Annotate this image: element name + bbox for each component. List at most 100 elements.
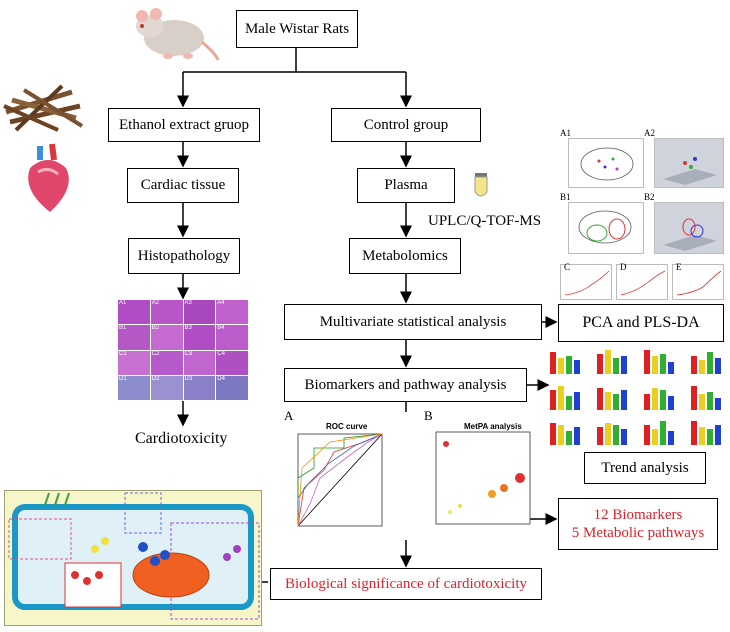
- multivariate-analysis-label: Multivariate statistical analysis: [319, 313, 507, 330]
- metabolomics-label: Metabolomics: [362, 247, 448, 264]
- metpa-letter: B: [424, 408, 433, 423]
- pca-a1-tag: A1: [560, 128, 571, 138]
- trend-bar-thumbnails: [544, 344, 728, 448]
- biomarkers-result-line2: 5 Metabolic pathways: [571, 525, 705, 541]
- histo-cell: B1: [118, 325, 150, 350]
- rat-icon: [128, 4, 220, 62]
- metpa-thumbnail: B MetPA analysis: [424, 408, 534, 536]
- male-wistar-rats-label: Male Wistar Rats: [244, 20, 350, 37]
- pca-thumbnails: A1 A2 B1 B2 C D E: [558, 128, 726, 300]
- histo-tag: A3: [184, 300, 192, 306]
- pca-a1-panel: [568, 138, 644, 188]
- pca-c-tag: C: [564, 262, 571, 272]
- histo-tag: B2: [151, 325, 160, 332]
- histo-cell: A2: [150, 300, 183, 325]
- male-wistar-rats-box: Male Wistar Rats: [236, 10, 358, 48]
- histo-tag: A1: [119, 300, 127, 306]
- histo-cell: C2: [150, 350, 183, 375]
- histopathology-box: Histopathology: [128, 238, 240, 274]
- histo-cell: C1: [118, 350, 150, 375]
- pca-plsda-label: PCA and PLS-DA: [582, 314, 700, 331]
- histo-cell: D2: [150, 375, 183, 400]
- trend-mini-chart: [691, 385, 721, 410]
- roc-curve-thumbnail: A ROC curve: [284, 408, 406, 536]
- control-group-box: Control group: [331, 108, 481, 142]
- metpa-title: MetPA analysis: [464, 422, 522, 431]
- cardiotoxicity-label: Cardiotoxicity: [135, 430, 228, 447]
- trend-mini-chart: [597, 423, 627, 446]
- control-group-label: Control group: [363, 116, 449, 133]
- trend-analysis-box: Trend analysis: [584, 452, 706, 484]
- histo-cell: C3: [183, 350, 216, 375]
- pca-e-panel: [672, 264, 724, 300]
- trend-mini-chart: [550, 423, 580, 446]
- histo-cell: A3: [183, 300, 216, 325]
- biological-significance-box: Biological significance of cardiotoxicit…: [270, 568, 542, 600]
- pca-a2-tag: A2: [644, 128, 655, 138]
- histo-tag: D1: [119, 375, 127, 382]
- trend-mini-chart: [597, 350, 627, 374]
- pca-d-panel: [616, 264, 668, 300]
- biomarkers-pathway-label: Biomarkers and pathway analysis: [304, 376, 507, 393]
- plasma-box: Plasma: [357, 168, 455, 203]
- cardiac-tissue-label: Cardiac tissue: [140, 177, 226, 193]
- histo-cell: A4: [216, 300, 248, 325]
- histo-tag: B1: [119, 325, 127, 332]
- histo-tag: A4: [217, 300, 225, 306]
- uplc-label: UPLC/Q-TOF-MS: [428, 213, 542, 229]
- histo-tag: C1: [119, 350, 127, 357]
- pca-d-tag: D: [620, 262, 627, 272]
- histo-cell: A1: [118, 300, 150, 325]
- histo-tag: D2: [151, 375, 160, 382]
- trend-mini-chart: [597, 387, 627, 410]
- sample-tube-icon: [472, 172, 490, 200]
- roc-letter: A: [284, 408, 294, 423]
- trend-mini-chart: [644, 350, 674, 374]
- pca-c-panel: [560, 264, 612, 300]
- biomarkers-result-line1: 12 Biomarkers: [593, 507, 683, 523]
- histo-tag: B3: [184, 325, 192, 332]
- histo-tag: B4: [217, 325, 225, 332]
- heart-icon: [20, 142, 76, 214]
- histo-tag: A2: [151, 300, 160, 306]
- histo-tag: C4: [217, 350, 225, 357]
- pca-b1-panel: [568, 202, 644, 254]
- pca-b2-tag: B2: [644, 192, 655, 202]
- histo-cell: B3: [183, 325, 216, 350]
- cardiac-tissue-box: Cardiac tissue: [127, 168, 239, 203]
- trend-mini-chart: [550, 352, 580, 374]
- pca-e-tag: E: [676, 262, 682, 272]
- pathway-illustration: [4, 490, 262, 626]
- biomarkers-pathway-box: Biomarkers and pathway analysis: [284, 368, 527, 402]
- trend-mini-chart: [691, 421, 721, 446]
- histo-cell: B2: [150, 325, 183, 350]
- trend-mini-chart: [644, 421, 674, 446]
- plasma-label: Plasma: [384, 177, 428, 193]
- herb-roots-icon: [2, 72, 84, 136]
- ethanol-group-box: Ethanol extract gruop: [108, 108, 260, 142]
- pca-plsda-box: PCA and PLS-DA: [558, 304, 724, 342]
- histopathology-label: Histopathology: [137, 247, 231, 264]
- pca-b2-panel: [654, 202, 724, 254]
- biological-significance-label: Biological significance of cardiotoxicit…: [284, 575, 527, 592]
- histo-cell: D1: [118, 375, 150, 400]
- biomarkers-result-box: 12 Biomarkers 5 Metabolic pathways: [558, 498, 718, 550]
- histo-tag: C3: [184, 350, 193, 357]
- ethanol-group-label: Ethanol extract gruop: [119, 116, 249, 133]
- pca-b1-tag: B1: [560, 192, 571, 202]
- histo-cell: D3: [183, 375, 216, 400]
- histo-cell: D4: [216, 375, 248, 400]
- trend-mini-chart: [691, 352, 721, 374]
- histo-tag: D4: [217, 375, 225, 382]
- trend-mini-chart: [644, 387, 674, 410]
- roc-title: ROC curve: [326, 422, 368, 431]
- pca-a2-panel: [654, 138, 724, 188]
- histo-cell: B4: [216, 325, 248, 350]
- histo-cell: C4: [216, 350, 248, 375]
- histo-tag: C2: [151, 350, 160, 357]
- histopathology-image-grid: A1 A2 A3 A4 B1 B2 B3 B4 C1 C2 C3 C4 D1 D…: [118, 300, 248, 400]
- histo-tag: D3: [184, 375, 193, 382]
- metabolomics-box: Metabolomics: [349, 238, 461, 274]
- multivariate-analysis-box: Multivariate statistical analysis: [284, 304, 542, 340]
- trend-mini-chart: [550, 385, 580, 410]
